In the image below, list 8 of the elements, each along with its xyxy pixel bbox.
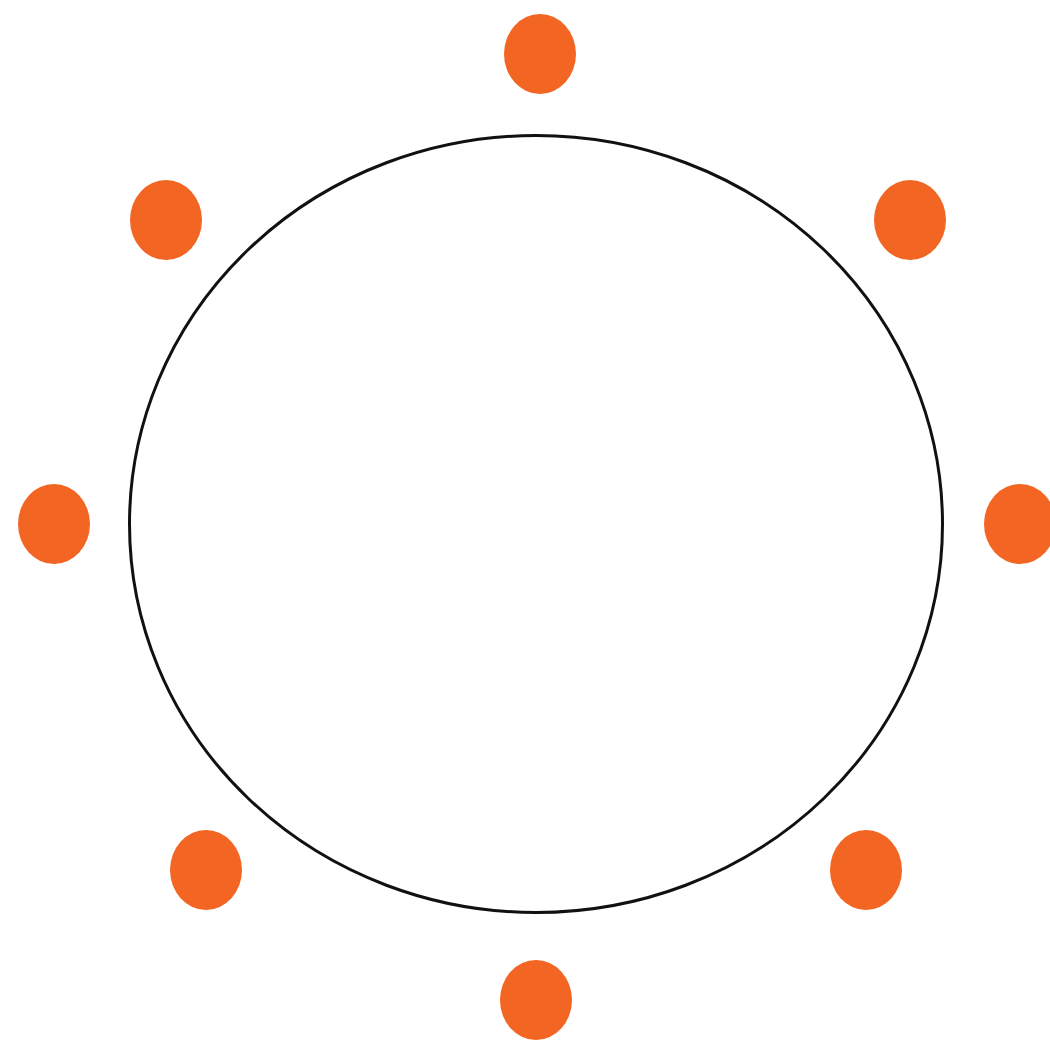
dot bbox=[18, 484, 90, 564]
dot bbox=[830, 830, 902, 910]
dot bbox=[170, 830, 242, 910]
dot bbox=[500, 960, 572, 1040]
dot bbox=[130, 180, 202, 260]
dot bbox=[874, 180, 946, 260]
circle-outline bbox=[128, 134, 944, 914]
dot bbox=[504, 14, 576, 94]
